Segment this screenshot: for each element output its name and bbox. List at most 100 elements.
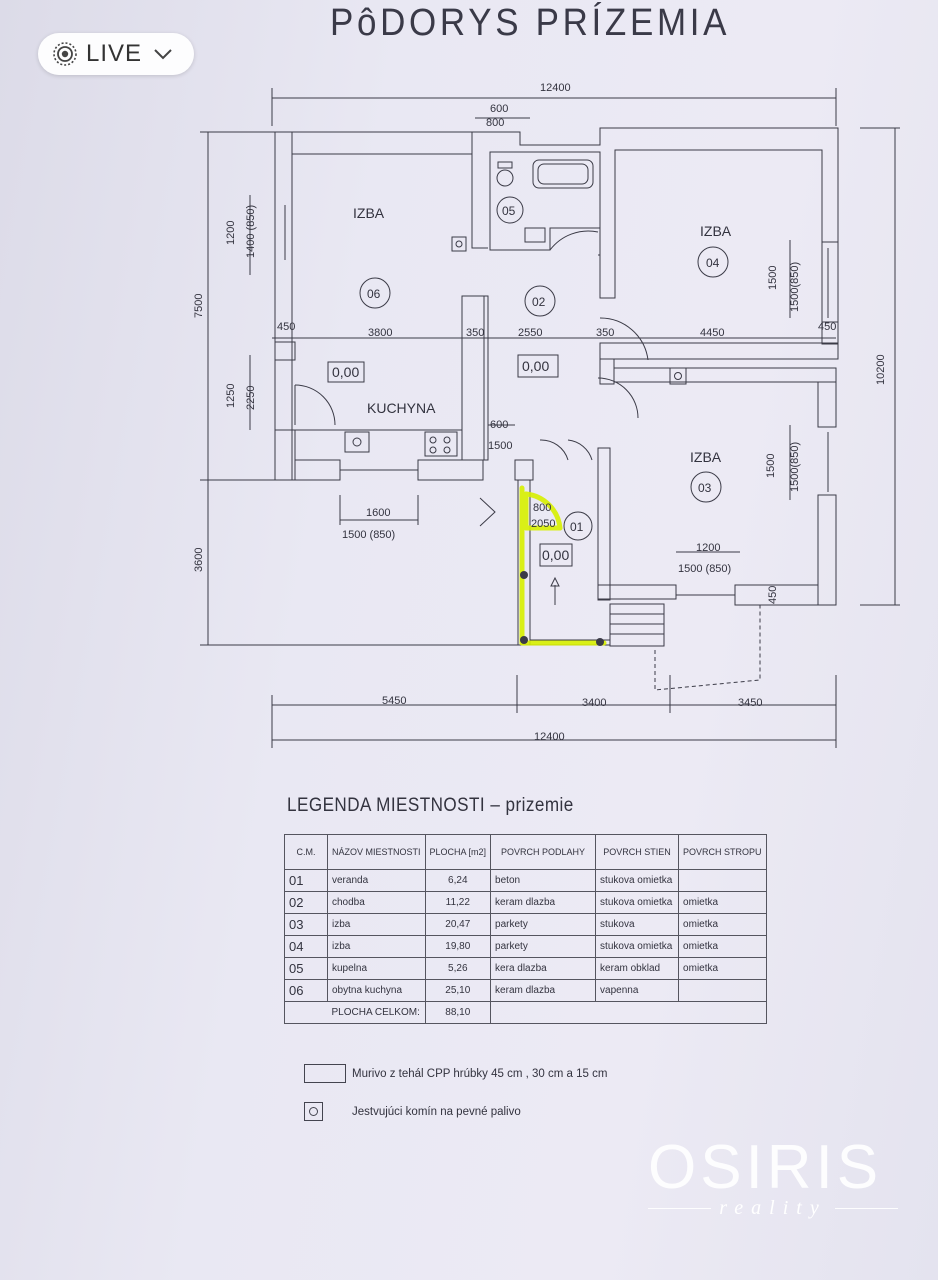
dim-1250: 1250: [225, 384, 237, 408]
dim-7500: 7500: [193, 294, 205, 318]
cell-ceiling: omietka: [678, 935, 767, 958]
dim-800-door: 800: [533, 502, 551, 514]
room-01-number: 01: [570, 520, 584, 534]
dim-1400-left: 1400 (850): [245, 205, 257, 258]
dim-3400: 3400: [582, 697, 606, 709]
live-photo-button[interactable]: LIVE: [38, 33, 194, 75]
cell-ceiling: omietka: [678, 913, 767, 936]
cell-name: veranda: [327, 869, 426, 892]
cell-name: izba: [327, 913, 426, 936]
total-filler: [490, 1001, 767, 1024]
room-02-level: 0,00: [522, 358, 549, 374]
cell-floor: parkety: [490, 913, 597, 936]
cell-floor: kera dlazba: [490, 957, 597, 980]
total-value: 88,10: [424, 1001, 492, 1024]
cell-walls: stukova omietka: [595, 935, 680, 958]
cell-cm: 05: [284, 957, 328, 980]
total-spacer: [284, 1001, 328, 1024]
dim-800-top: 800: [486, 117, 504, 129]
dim-600-mid: 600: [490, 419, 508, 431]
cell-ceiling: [678, 869, 767, 892]
cell-name: kupelna: [327, 957, 426, 980]
dim-5450: 5450: [382, 695, 406, 707]
room-06-label: IZBA: [353, 205, 385, 221]
room-01-level: 0,00: [542, 547, 569, 563]
dim-4450: 4450: [700, 327, 724, 339]
legend-title: LEGENDA MIESTNOSTI – prizemie: [287, 795, 574, 816]
dim-450-left: 450: [277, 321, 295, 333]
dim-1500-850-a: 1500 (850): [342, 529, 395, 541]
cell-area: 5,26: [424, 957, 492, 980]
cell-cm: 04: [284, 935, 328, 958]
cell-floor: beton: [490, 869, 597, 892]
brand-sub-word: reality: [719, 1197, 827, 1219]
col-name: NÁZOV MIESTNOSTI: [327, 834, 426, 870]
table-row: 02 chodba 11,22 keram dlazba stukova omi…: [284, 891, 767, 914]
dim-1500-850-r2: 1500(850): [789, 442, 801, 492]
cell-ceiling: omietka: [678, 957, 767, 980]
dim-top-total: 12400: [540, 82, 571, 94]
kitchen-level: 0,00: [332, 364, 359, 380]
chimney-key-icon: [304, 1102, 323, 1121]
wall-key-text: Murivo z tehál CPP hrúbky 45 cm , 30 cm …: [352, 1068, 608, 1080]
dim-450-right: 450: [818, 321, 836, 333]
room-04-number: 04: [706, 256, 720, 270]
dim-3600: 3600: [193, 548, 205, 572]
dim-1600: 1600: [366, 507, 390, 519]
cell-area: 20,47: [424, 913, 492, 936]
cell-floor: keram dlazba: [490, 979, 597, 1002]
cell-floor: keram dlazba: [490, 891, 597, 914]
dim-3800: 3800: [368, 327, 392, 339]
dim-1500-850-r1: 1500(850): [789, 262, 801, 312]
col-area: PLOCHA [m2]: [424, 834, 492, 870]
cell-cm: 02: [284, 891, 328, 914]
dim-2250: 2250: [245, 386, 257, 410]
dim-450-bottom-right: 450: [767, 586, 779, 604]
cell-area: 11,22: [424, 891, 492, 914]
cell-ceiling: omietka: [678, 891, 767, 914]
room-legend-table: C.M. NÁZOV MIESTNOSTI PLOCHA [m2] POVRCH…: [284, 834, 767, 1024]
chevron-down-icon: [152, 43, 174, 65]
dim-1500-r2: 1500: [765, 454, 777, 478]
dim-350-b: 350: [596, 327, 614, 339]
cell-area: 19,80: [424, 935, 492, 958]
col-cm: C.M.: [284, 834, 328, 870]
cell-area: 6,24: [424, 869, 492, 892]
room-02-number: 02: [532, 295, 546, 309]
cell-cm: 06: [284, 979, 328, 1002]
cell-walls: stukova omietka: [595, 869, 680, 892]
live-label: LIVE: [86, 40, 143, 67]
cell-walls: keram obklad: [595, 957, 680, 980]
dim-bottom-total: 12400: [534, 731, 565, 743]
brand-logo: OSIRIS: [648, 1133, 883, 1202]
dim-1500-mid: 1500: [488, 440, 512, 452]
brand-subtitle: reality: [648, 1197, 898, 1220]
cell-walls: stukova: [595, 913, 680, 936]
dim-1500-r1: 1500: [767, 266, 779, 290]
dim-350-a: 350: [466, 327, 484, 339]
room-04-label: IZBA: [700, 223, 732, 239]
dim-2050: 2050: [531, 518, 555, 530]
wall-key-symbol: [304, 1064, 346, 1083]
cell-walls: vapenna: [595, 979, 680, 1002]
dim-1200-left: 1200: [225, 221, 237, 245]
table-row: 04 izba 19,80 parkety stukova omietka om…: [284, 935, 767, 958]
chimney-key-text: Jestvujúci komín na pevné palivo: [352, 1106, 521, 1118]
room-05-number: 05: [502, 204, 516, 218]
dim-1200-right: 1200: [696, 542, 720, 554]
page-title: PôDORYS PRÍZEMIA: [330, 2, 731, 44]
live-photo-icon: [52, 41, 78, 67]
cell-ceiling: [678, 979, 767, 1002]
table-row: 03 izba 20,47 parkety stukova omietka: [284, 913, 767, 936]
room-03-label: IZBA: [690, 449, 722, 465]
table-row: 05 kupelna 5,26 kera dlazba keram obklad…: [284, 957, 767, 980]
total-label: PLOCHA CELKOM:: [327, 1001, 426, 1024]
cell-cm: 03: [284, 913, 328, 936]
dim-2550: 2550: [518, 327, 542, 339]
room-03-number: 03: [698, 481, 712, 495]
dim-1500-850-right: 1500 (850): [678, 563, 731, 575]
cell-walls: stukova omietka: [595, 891, 680, 914]
table-row: 06 obytna kuchyna 25,10 keram dlazba vap…: [284, 979, 767, 1002]
